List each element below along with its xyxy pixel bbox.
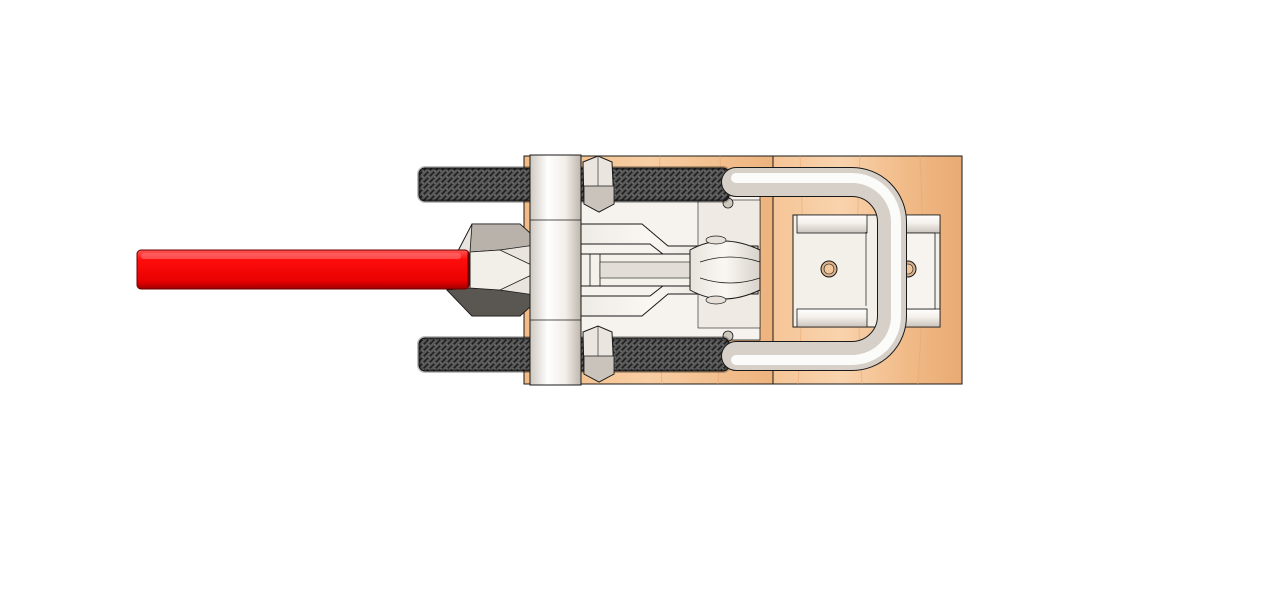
pivot-pin [529,154,582,386]
handle-yoke [446,223,543,317]
hex-nut-bottom [582,325,615,383]
linkage-arms [539,223,761,317]
hex-nut-top [582,155,615,213]
keeper-bracket [792,214,941,328]
u-bolt [721,167,907,371]
red-handle-bar [136,249,470,290]
